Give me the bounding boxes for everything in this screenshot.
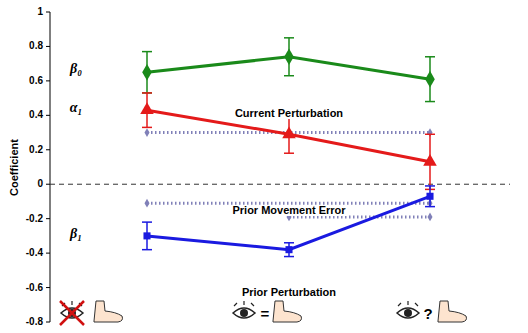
foot-icon (273, 301, 302, 322)
data-marker (285, 246, 292, 253)
tick-label: -0.2 (26, 214, 43, 224)
reference-marker (144, 199, 149, 208)
axis-tick (46, 218, 50, 219)
tick-label: 0.2 (29, 145, 43, 155)
tick-label: -0.8 (26, 317, 43, 327)
foot-icon (438, 301, 467, 322)
axis-tick (46, 253, 50, 254)
eye-icon (60, 301, 84, 325)
error-bar (425, 57, 435, 102)
zero-line (50, 184, 510, 185)
data-marker (423, 154, 437, 166)
data-marker (426, 193, 433, 200)
axis-tick (46, 46, 50, 47)
tick-label: 1 (37, 7, 43, 17)
data-marker (425, 71, 435, 88)
tick-label: 0.4 (29, 110, 43, 120)
axis-tick (46, 80, 50, 81)
series-label: Prior Movement Error (230, 205, 347, 216)
error-bar (284, 38, 294, 76)
prior-perturbation-series (147, 196, 430, 249)
foot-icon (94, 301, 123, 322)
data-marker (142, 64, 152, 81)
tick-label: 0.8 (29, 41, 43, 51)
error-bar (142, 52, 152, 93)
data-marker (140, 102, 154, 114)
series-label: Prior Perturbation (240, 287, 338, 298)
axis-tick (46, 322, 50, 323)
tick-label: -0.6 (26, 283, 43, 293)
tick-label: 0.6 (29, 76, 43, 86)
y-axis (50, 12, 51, 322)
error-bar (142, 222, 152, 250)
eye-icon (397, 301, 419, 318)
axis-tick (46, 12, 50, 13)
error-bar (284, 243, 294, 257)
coefficient-symbol: β₁ (70, 227, 82, 241)
axis-tick (46, 287, 50, 288)
axis-tick (46, 149, 50, 150)
icon-sign: ? (423, 306, 432, 321)
data-marker (282, 126, 296, 138)
axis-tick (46, 115, 50, 116)
coefficient-symbol: α₁ (70, 101, 83, 115)
data-marker (143, 232, 150, 239)
icon-sign: = (261, 306, 270, 321)
reference-line (147, 202, 430, 205)
series-label: Current Perturbation (233, 108, 345, 119)
tick-label: -0.4 (26, 248, 43, 258)
error-bar (425, 186, 435, 207)
reference-marker (144, 128, 149, 137)
tick-label: 0 (37, 179, 43, 189)
axis-tick (46, 184, 50, 185)
eye-icon (233, 301, 255, 318)
data-marker (284, 48, 294, 65)
coefficient-symbol: β₀ (70, 62, 82, 76)
axis-title: Coefficient (9, 139, 20, 196)
reference-marker (427, 213, 432, 222)
